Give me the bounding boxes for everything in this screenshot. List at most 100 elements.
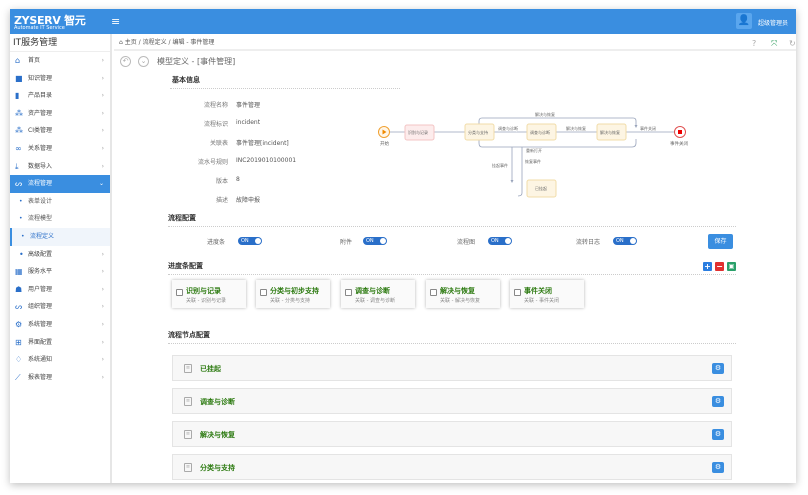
card-subtitle: 关联 - 事件关闭 (524, 298, 559, 304)
breadcrumb-definition[interactable]: 流程定义 (142, 39, 167, 46)
export-icon[interactable]: ▣ (727, 262, 736, 271)
add-icon[interactable]: + (703, 262, 712, 271)
checkbox[interactable] (176, 289, 183, 296)
sidebar-subitem-form[interactable]: 表单设计 (10, 193, 110, 211)
bell-icon: ♢ (15, 355, 23, 365)
sidebar-item-knowledge[interactable]: ■知识管理› (10, 70, 110, 88)
chevron-right-icon: › (101, 109, 104, 117)
checkbox[interactable] (260, 289, 267, 296)
remove-icon[interactable]: − (715, 262, 724, 271)
table-icon: ▦ (15, 267, 23, 277)
sidebar-item-sla[interactable]: ▦服务水平› (10, 263, 110, 281)
node-resolve[interactable] (596, 123, 627, 141)
sidebar-item-label: 系统通知 (28, 356, 53, 364)
progress-card[interactable]: 调查与诊断关联 - 调查与诊断 (341, 280, 415, 308)
back-icon[interactable]: ↶ (120, 56, 131, 67)
sidebar-item-label: 流程管理 (28, 180, 53, 188)
start-label: 开始 (380, 140, 389, 147)
card-title: 分类与初步支持 (270, 287, 319, 295)
sidebar-item-ci[interactable]: ⁂CI类管理› (10, 122, 110, 140)
document-icon: ≡ (184, 430, 192, 439)
chevron-right-icon: › (101, 57, 104, 64)
sidebar-subitem-advanced[interactable]: •高级配置› (10, 246, 110, 264)
progress-toggle[interactable]: ON (238, 237, 262, 245)
sidebar-item-reports[interactable]: ⟋报表管理› (10, 369, 110, 387)
sidebar-subitem-model[interactable]: 流程模型 (10, 210, 110, 228)
sidebar-item-relation[interactable]: ∞关系管理› (10, 140, 110, 158)
node-panel[interactable]: ≡解决与恢复⚙ (172, 421, 732, 447)
page-title: 模型定义 - [事件管理] (157, 57, 236, 66)
cubes-icon: ⁂ (15, 126, 23, 136)
sidebar-item-import[interactable]: ⤓数据导入› (10, 158, 110, 176)
gear-icon[interactable]: ⚙ (712, 396, 724, 407)
field-value: incident (236, 119, 261, 126)
field-value: INC2019010100001 (236, 157, 297, 164)
progress-card[interactable]: 分类与初步支持关联 - 分类与支持 (256, 280, 330, 308)
logo: ZYSERV 智元 (14, 14, 86, 27)
checkbox[interactable] (514, 289, 521, 296)
sidebar-item-assets[interactable]: ⁂资产管理› (10, 105, 110, 123)
help-icon[interactable]: ? (752, 39, 757, 48)
panel-title: 分类与支持 (200, 464, 235, 472)
node-panel[interactable]: ≡分类与支持⚙ (172, 454, 732, 480)
hamburger-icon[interactable]: ≡ (111, 15, 121, 28)
sidebar-item-system[interactable]: ⚙系统管理› (10, 316, 110, 334)
card-title: 调查与诊断 (355, 287, 390, 295)
node-panel[interactable]: ≡调查与诊断⚙ (172, 388, 732, 414)
sidebar-item-catalog[interactable]: ▮产品目录› (10, 87, 110, 105)
play-icon (382, 129, 387, 135)
toggle-label: 附件 (340, 239, 353, 246)
log-toggle[interactable]: ON (613, 237, 637, 245)
panel-title: 调查与诊断 (200, 398, 235, 406)
progress-card[interactable]: 识别与记录关联 - 识别与记录 (172, 280, 246, 308)
sidebar-item-home[interactable]: ⌂首页› (10, 52, 110, 70)
breadcrumb: ⌂ 主页 / 流程定义 / 编辑 - 事件管理 (114, 34, 796, 51)
end-label: 事件关闭 (670, 140, 688, 147)
save-button[interactable]: 保存 (708, 234, 733, 249)
node-suspended[interactable] (526, 179, 557, 198)
node-classify[interactable] (464, 123, 495, 141)
chevron-right-icon: › (101, 320, 104, 328)
user-avatar-icon[interactable]: 👤 (736, 13, 752, 29)
progress-card[interactable]: 解决与恢复关联 - 解决与恢复 (426, 280, 500, 308)
field-label: 流程标识 (203, 121, 228, 128)
windows-icon: ⊞ (15, 337, 22, 347)
divider (168, 226, 736, 227)
node-panel[interactable]: ≡已挂起⚙ (172, 355, 732, 381)
fullscreen-icon[interactable]: ⤧ (771, 39, 778, 48)
sidebar-item-users[interactable]: ☗用户管理› (10, 281, 110, 299)
home-icon: ⌂ (15, 56, 21, 65)
breadcrumb-current: 编辑 - 事件管理 (172, 39, 215, 46)
edge-label: 重新打开 (526, 147, 542, 153)
gear-icon[interactable]: ⚙ (712, 363, 724, 374)
chart-icon: ⟋ (15, 372, 21, 382)
app-window: ZYSERV 智元 Automate IT Service ≡ 👤 超级管理员 … (10, 9, 796, 483)
chevron-right-icon: › (101, 338, 104, 346)
node-identify[interactable] (404, 124, 435, 141)
chevron-right-icon: › (101, 303, 104, 311)
sidebar-item-notify[interactable]: ♢系统通知› (10, 351, 110, 369)
field-label: 描述 (215, 197, 228, 204)
user-name[interactable]: 超级管理员 (758, 20, 789, 27)
sidebar-item-ui[interactable]: ⊞界面配置› (10, 334, 110, 352)
toggle-label: 进度条 (207, 239, 226, 246)
sidebar-item-label: CI类管理 (28, 127, 52, 135)
checkbox[interactable] (430, 289, 437, 296)
gear-icon[interactable]: ⚙ (712, 429, 724, 440)
gear-icon[interactable]: ⚙ (712, 462, 724, 473)
progress-card[interactable]: 事件关闭关联 - 事件关闭 (510, 280, 584, 308)
attachment-toggle[interactable]: ON (363, 237, 387, 245)
chevron-down-icon[interactable]: ⌄ (138, 56, 149, 67)
flowchart-toggle[interactable]: ON (488, 237, 512, 245)
sidebar-item-label: 资产管理 (28, 109, 53, 117)
progress-config-heading: 进度条配置 (168, 262, 203, 270)
node-investigate[interactable] (526, 123, 557, 141)
node-label: 分类与支持 (468, 129, 488, 135)
breadcrumb-home[interactable]: 主页 (124, 39, 137, 46)
refresh-icon[interactable]: ↻ (789, 39, 796, 48)
sidebar-subitem-definition[interactable]: 流程定义 (10, 227, 110, 246)
checkbox[interactable] (345, 289, 352, 296)
home-icon[interactable]: ⌂ (119, 39, 123, 46)
